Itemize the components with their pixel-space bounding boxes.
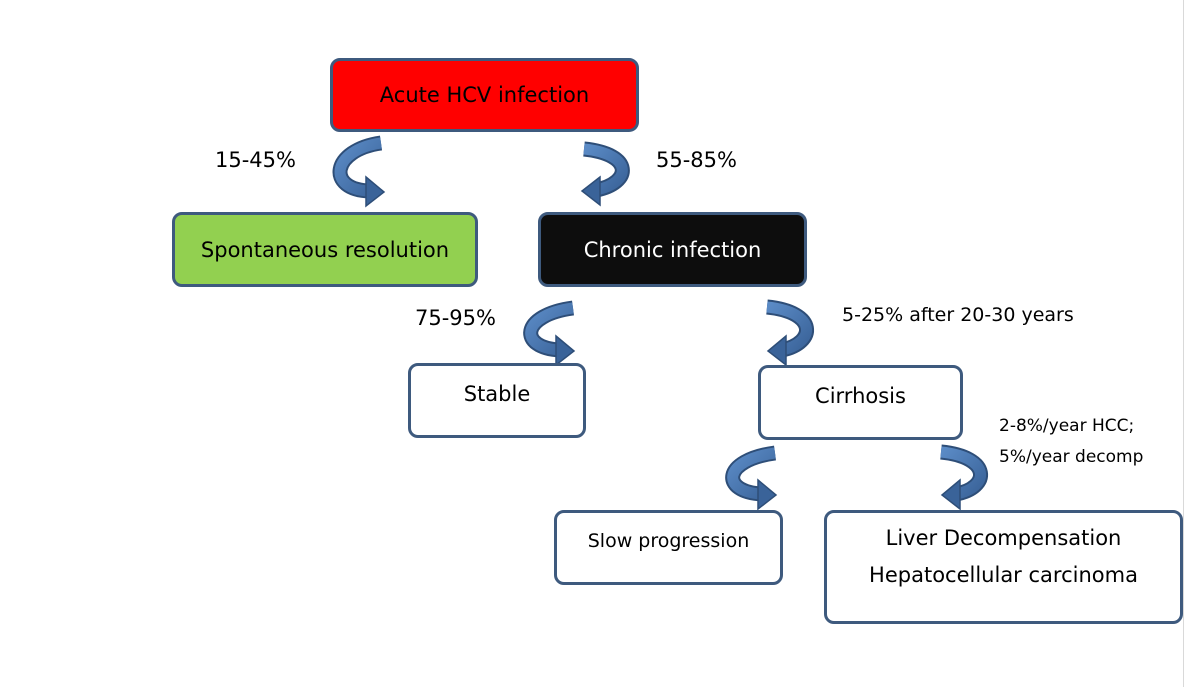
curved-arrow-icon: [332, 135, 386, 208]
curved-arrow-icon: [725, 445, 778, 511]
edge-label-chronic-to-stable: 75-95%: [415, 306, 496, 330]
node-outcome-line2: Hepatocellular carcinoma: [869, 563, 1138, 587]
edge-label-acute-to-chronic: 55-85%: [656, 148, 737, 172]
node-chronic-label: Chronic infection: [583, 237, 762, 262]
curved-arrow-icon: [939, 444, 988, 511]
node-stable: Stable: [408, 363, 586, 438]
node-spontaneous-resolution: Spontaneous resolution: [172, 212, 478, 287]
node-stable-label: Stable: [463, 381, 531, 406]
edge-label-cirrhosis-to-outcome-line2: 5%/year decomp: [999, 447, 1144, 467]
node-slow-progression: Slow progression: [554, 510, 783, 585]
node-acute-label: Acute HCV infection: [379, 83, 590, 107]
node-cirrhosis: Cirrhosis: [758, 365, 963, 440]
curved-arrow-icon: [523, 300, 576, 367]
node-outcome-line1: Liver Decompensation: [885, 526, 1122, 550]
curved-arrow-icon: [580, 141, 630, 207]
edge-label-chronic-to-cirrhosis: 5-25% after 20-30 years: [842, 304, 1074, 326]
edge-label-cirrhosis-to-outcome-line1: 2-8%/year HCC;: [999, 416, 1135, 436]
page-edge-line: [1183, 0, 1184, 687]
curved-arrow-icon: [765, 299, 814, 367]
node-spontaneous-label: Spontaneous resolution: [200, 237, 450, 262]
node-liver-outcome: Liver Decompensation Hepatocellular carc…: [824, 510, 1183, 624]
node-acute-hcv-infection: Acute HCV infection: [330, 58, 639, 132]
node-chronic-infection: Chronic infection: [538, 212, 807, 287]
edge-label-acute-to-spontaneous: 15-45%: [215, 148, 296, 172]
node-slow-label: Slow progression: [587, 529, 750, 552]
node-cirrhosis-label: Cirrhosis: [815, 383, 906, 408]
